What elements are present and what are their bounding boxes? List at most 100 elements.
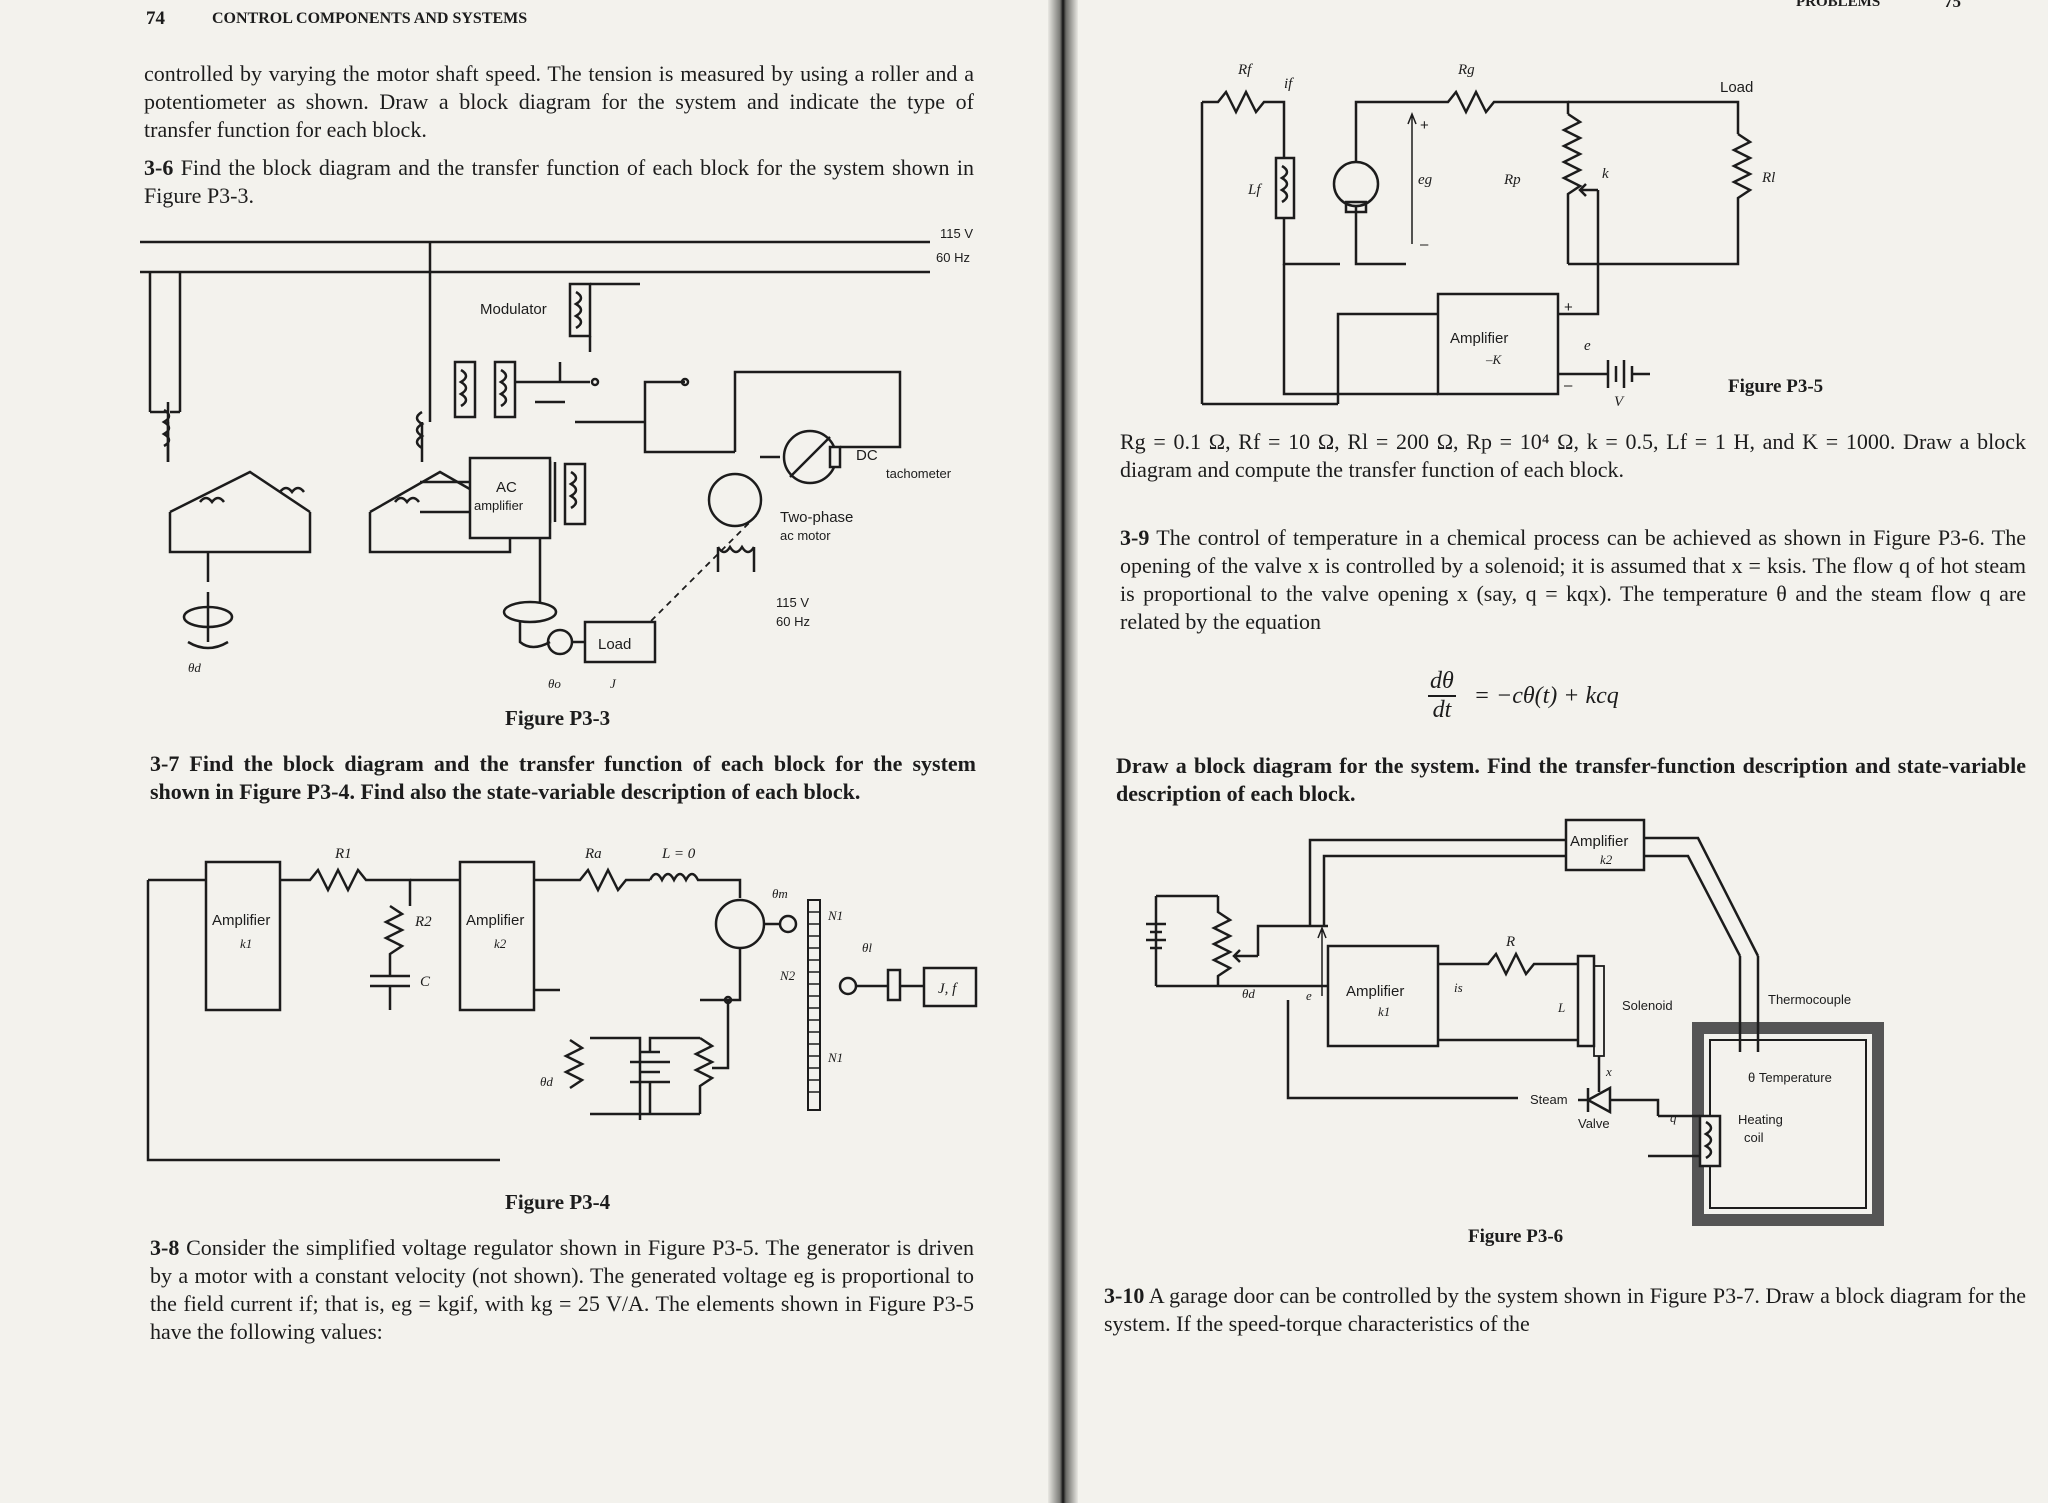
r2-label: R2 — [414, 914, 432, 930]
problem-number: 3-6 — [144, 155, 174, 180]
intro-paragraph: controlled by varying the motor shaft sp… — [144, 61, 974, 142]
theta-d-label: θd — [188, 660, 201, 675]
ra-label: Ra — [584, 846, 602, 862]
problem-text: The control of temperature in a chemical… — [1120, 525, 2026, 634]
amplifier-k-label: –K — [1485, 352, 1503, 367]
x-label: x — [1605, 1064, 1612, 1079]
problem-3-8-values: Rg = 0.1 Ω, Rf = 10 Ω, Rl = 200 Ω, Rp = … — [1120, 429, 2026, 482]
figure-p3-4: Amplifier k1 R1 R2 C Amplifier k2 Ra L =… — [146, 846, 978, 1162]
theta-o-label: θo — [548, 676, 561, 691]
running-head: PROBLEMS — [1796, 0, 1881, 10]
equation-rhs: = −cθ(t) + kcq — [1473, 682, 1619, 709]
equation-denominator: dt — [1432, 697, 1452, 723]
problem-3-6: 3-6 Find the block diagram and the trans… — [144, 154, 974, 210]
problem-number: 3-7 — [150, 751, 180, 776]
problem-3-9-after: Draw a block diagram for the system. Fin… — [1116, 753, 2026, 806]
q-label: q — [1670, 1110, 1677, 1125]
heating-label-line1: Heating — [1738, 1112, 1783, 1127]
amplifier-label: Amplifier — [1450, 330, 1508, 347]
motor-label-line2: ac motor — [780, 528, 831, 543]
dc-label: DC — [856, 447, 878, 464]
problem-text: A garage door can be controlled by the s… — [1104, 1283, 2026, 1336]
book-gutter — [1048, 0, 1078, 1503]
problem-number: 3-10 — [1104, 1283, 1145, 1308]
tachometer-label: tachometer — [886, 466, 952, 481]
eg-label: eg — [1418, 172, 1433, 188]
figure-p3-3: 115 V 60 Hz θd Modulator — [140, 226, 973, 691]
theta-m-label: θm — [772, 886, 788, 901]
figure-p3-4-caption: Figure P3-4 — [505, 1190, 611, 1214]
problem-number: 3-9 — [1120, 525, 1150, 550]
problem-text: Find the block diagram and the transfer … — [150, 751, 977, 804]
jf-label: J, f — [938, 981, 958, 997]
lf-label: Lf — [1247, 182, 1262, 198]
rf-label: Rf — [1237, 62, 1253, 78]
supply2-voltage-label: 115 V — [776, 595, 809, 610]
amplifier-1-label: Amplifier — [212, 912, 270, 929]
left-page: 74 CONTROL COMPONENTS AND SYSTEMS contro… — [140, 8, 978, 1346]
l0-label: L = 0 — [661, 846, 696, 862]
equation: dθ dt = −cθ(t) + kcq — [1428, 668, 1619, 724]
steam-label: Steam — [1530, 1092, 1568, 1107]
v-label: V — [1614, 394, 1625, 410]
supply-voltage-label: 115 V — [940, 226, 973, 241]
modulator-label: Modulator — [480, 301, 547, 318]
load-label: Load — [598, 636, 631, 653]
running-head: CONTROL COMPONENTS AND SYSTEMS — [212, 10, 528, 27]
theta-d-pot-label: θd — [540, 1074, 553, 1089]
problem-number: 3-8 — [150, 1235, 180, 1260]
plus-2: + — [1564, 299, 1573, 316]
heating-label-line2: coil — [1744, 1130, 1764, 1145]
figure-p3-5-caption: Figure P3-5 — [1728, 376, 1824, 397]
n1b-label: N1 — [827, 1050, 843, 1065]
minus-1: – — [1420, 236, 1429, 253]
solenoid-label: Solenoid — [1622, 998, 1673, 1013]
figure-p3-3-caption: Figure P3-3 — [505, 706, 611, 730]
ac-amplifier-line1: AC — [496, 479, 517, 496]
e-label: e — [1584, 338, 1591, 354]
ac-amplifier-line2: amplifier — [474, 498, 524, 513]
e-label: e — [1306, 988, 1312, 1003]
theta-l-label: θl — [862, 940, 872, 955]
figure-p3-6-caption: Figure P3-6 — [1468, 1226, 1564, 1247]
figure-p3-6: Amplifier k2 θd e Amplifier k1 R is L So… — [1146, 818, 1884, 1226]
k2-label: k2 — [1600, 852, 1613, 867]
amplifier-2-label: Amplifier — [466, 912, 524, 929]
right-page: PROBLEMS 75 Rf if Lf eg Rg + – Rp k Load… — [1078, 0, 2048, 1503]
l-label: L — [1557, 1000, 1565, 1015]
page-number: 74 — [146, 8, 165, 29]
theta-d-label: θd — [1242, 986, 1255, 1001]
problem-text: Find the block diagram and the transfer … — [144, 155, 974, 208]
thermocouple-label: Thermocouple — [1768, 992, 1851, 1007]
load-label: Load — [1720, 79, 1753, 96]
k1-label: k1 — [240, 936, 252, 951]
plus-1: + — [1420, 117, 1429, 134]
rg-label: Rg — [1457, 62, 1475, 78]
page-number: 75 — [1944, 0, 1961, 11]
valve-label: Valve — [1578, 1116, 1610, 1131]
problem-3-9: 3-9 The control of temperature in a chem… — [1120, 524, 2026, 636]
equation-numerator: dθ — [1428, 668, 1456, 697]
c-label: C — [420, 974, 431, 990]
k1-label: k1 — [1378, 1004, 1390, 1019]
amplifier-2-label: Amplifier — [1570, 833, 1628, 850]
rp-label: Rp — [1503, 172, 1521, 188]
rl-label: Rl — [1761, 170, 1775, 186]
minus-2: – — [1564, 377, 1573, 394]
problem-text: Consider the simplified voltage regulato… — [150, 1235, 975, 1344]
n2-label: N2 — [779, 968, 796, 983]
problem-3-10: 3-10 A garage door can be controlled by … — [1104, 1282, 2026, 1338]
temperature-label: θ Temperature — [1748, 1070, 1832, 1085]
problem-3-8: 3-8 Consider the simplified voltage regu… — [150, 1234, 974, 1346]
k2-label: k2 — [494, 936, 507, 951]
figure-p3-5: Rf if Lf eg Rg + – Rp k Load Rl Amplifie… — [1200, 62, 1775, 410]
k-label: k — [1602, 166, 1609, 182]
amplifier-1-label: Amplifier — [1346, 983, 1404, 1000]
motor-label-line1: Two-phase — [780, 509, 853, 526]
r-label: R — [1505, 934, 1515, 950]
is-label: is — [1454, 980, 1463, 995]
problem-3-7: 3-7 Find the block diagram and the trans… — [150, 750, 976, 806]
r1-label: R1 — [334, 846, 352, 862]
supply-freq-label: 60 Hz — [936, 250, 970, 265]
j-label: J — [610, 676, 617, 691]
